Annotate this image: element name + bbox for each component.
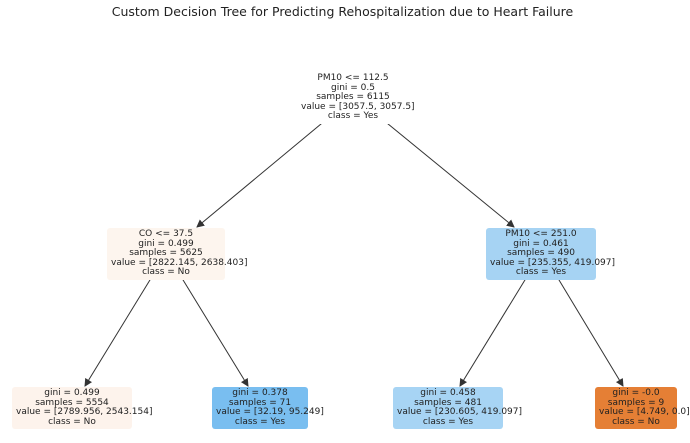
node-value: value = [2789.956, 2543.154]: [16, 407, 153, 418]
node-value: value = [32.19, 95.249]: [216, 407, 324, 418]
tree-node-right: PM10 <= 251.0 gini = 0.461 samples = 490…: [486, 228, 616, 280]
node-value: value = [235.355, 419.097]: [490, 257, 616, 268]
node-split: PM10 <= 112.5: [317, 73, 389, 83]
node-gini: gini = 0.499: [44, 388, 100, 398]
node-class: class = Yes: [422, 416, 474, 427]
node-samples: samples = 71: [228, 397, 292, 408]
tree-node-root: PM10 <= 112.5 gini = 0.5 samples = 6115 …: [297, 72, 415, 124]
tree-leaf-right-left: gini = 0.458 samples = 481 value = [230.…: [393, 387, 523, 430]
node-gini: gini = 0.499: [138, 238, 194, 249]
tree-node-left: CO <= 37.5 gini = 0.499 samples = 5625 v…: [107, 228, 248, 280]
tree-leaf-left-left: gini = 0.499 samples = 5554 value = [278…: [12, 387, 153, 430]
edge-root-left: [196, 118, 328, 228]
node-gini: gini = 0.461: [513, 238, 569, 249]
node-value: value = [3057.5, 3057.5]: [301, 101, 415, 112]
node-samples: samples = 6115: [316, 92, 390, 103]
edge-root-right: [381, 118, 515, 228]
node-samples: samples = 490: [507, 248, 575, 259]
tree-leaf-right-right: gini = -0.0 samples = 9 value = [4.749, …: [595, 387, 690, 430]
node-value: value = [230.605, 419.097]: [397, 407, 523, 418]
node-samples: samples = 9: [607, 397, 665, 408]
node-gini: gini = 0.5: [331, 82, 375, 93]
tree-leaf-left-right: gini = 0.378 samples = 71 value = [32.19…: [212, 387, 324, 430]
node-class: class = No: [142, 267, 190, 278]
node-gini: gini = 0.458: [420, 388, 476, 398]
node-class: class = Yes: [234, 416, 286, 427]
node-gini: gini = -0.0: [612, 388, 660, 398]
edge-left-leftleft: [84, 274, 154, 387]
node-samples: samples = 481: [414, 397, 482, 408]
node-class: class = No: [48, 416, 96, 427]
node-gini: gini = 0.378: [232, 388, 288, 398]
edge-right-rightleft: [459, 274, 529, 387]
diagram-title: Custom Decision Tree for Predicting Reho…: [111, 4, 574, 19]
node-split: CO <= 37.5: [138, 229, 194, 239]
node-class: class = No: [612, 416, 660, 427]
node-samples: samples = 5554: [35, 397, 109, 408]
node-value: value = [4.749, 0.0]: [599, 407, 690, 418]
node-class: class = Yes: [327, 111, 379, 122]
edge-left-leftright: [179, 274, 249, 387]
node-value: value = [2822.145, 2638.403]: [111, 257, 248, 268]
node-split: PM10 <= 251.0: [505, 229, 577, 239]
edge-right-rightright: [555, 274, 624, 387]
node-class: class = Yes: [515, 267, 567, 278]
node-samples: samples = 5625: [129, 248, 203, 259]
